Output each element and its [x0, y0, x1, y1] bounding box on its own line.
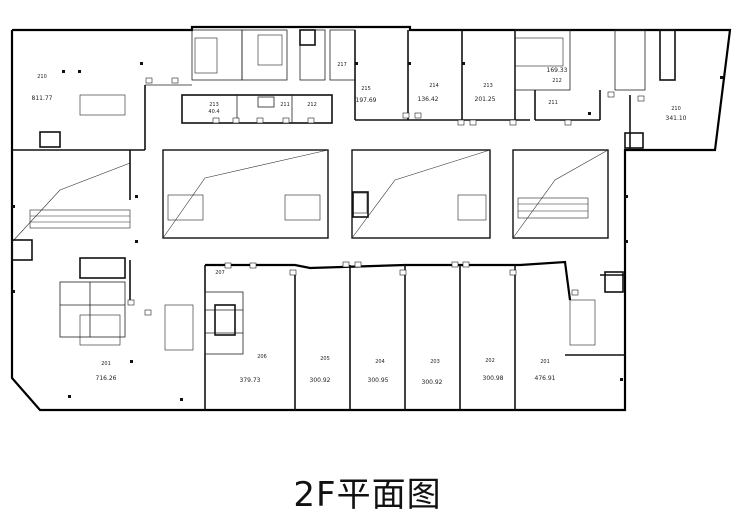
svg-text:212: 212 [307, 102, 317, 108]
unit-label: 202 300.98 [483, 358, 504, 382]
svg-text:213: 213 [209, 102, 219, 108]
svg-text:212: 212 [552, 78, 562, 84]
door-markers [127, 77, 645, 316]
svg-text:40.4: 40.4 [208, 109, 219, 115]
escalators [29, 34, 596, 351]
unit-label: 210 341.10 [666, 106, 687, 122]
unit-label: 206 379.73 [240, 354, 267, 384]
floor-plan-drawing: 210 811.77 213 40.4 212 211 217 215 197.… [10, 25, 732, 412]
svg-text:204: 204 [375, 359, 385, 365]
unit-label: 204 300.95 [368, 359, 389, 384]
svg-text:203: 203 [430, 359, 440, 365]
svg-text:136.42: 136.42 [418, 96, 439, 103]
unit-label: 211 [280, 102, 290, 108]
room-labels: 210 811.77 213 40.4 212 211 217 215 197.… [32, 62, 687, 386]
svg-text:201: 201 [540, 359, 550, 365]
svg-text:213: 213 [483, 83, 493, 89]
svg-text:716.26: 716.26 [96, 375, 117, 382]
unit-label: 217 [337, 62, 347, 68]
cores [11, 29, 676, 336]
svg-text:341.10: 341.10 [666, 115, 687, 122]
svg-text:202: 202 [485, 358, 495, 364]
svg-text:217: 217 [337, 62, 347, 68]
bottom-shops [59, 260, 625, 410]
unit-label: 213 201.25 [475, 83, 496, 103]
svg-text:211: 211 [280, 102, 290, 108]
svg-text:300.92: 300.92 [422, 379, 443, 386]
unit-label: 213 40.4 [208, 102, 219, 115]
svg-text:201.25: 201.25 [475, 96, 496, 103]
svg-text:476.91: 476.91 [535, 375, 556, 382]
unit-label: 214 136.42 [418, 83, 439, 103]
columns [12, 62, 723, 401]
svg-text:379.73: 379.73 [240, 377, 261, 384]
unit-label: 207 [215, 270, 225, 276]
unit-label: 212 [307, 102, 317, 108]
svg-text:206: 206 [257, 354, 267, 360]
unit-label: 212 169.33 [547, 67, 568, 84]
svg-text:201: 201 [101, 361, 111, 367]
unit-label: 203 300.92 [422, 359, 443, 386]
unit-label: 211 [548, 100, 558, 106]
svg-text:210: 210 [37, 74, 47, 80]
svg-text:197.69: 197.69 [356, 97, 377, 104]
unit-label: 210 811.77 [32, 74, 53, 102]
svg-text:214: 214 [429, 83, 439, 89]
unit-label: 215 197.69 [356, 86, 377, 104]
unit-label: 201 716.26 [96, 361, 117, 382]
svg-text:300.92: 300.92 [310, 377, 331, 384]
svg-text:211: 211 [548, 100, 558, 106]
svg-text:215: 215 [361, 86, 371, 92]
atrium-voids [11, 149, 609, 243]
svg-text:210: 210 [671, 106, 681, 112]
svg-text:207: 207 [215, 270, 225, 276]
svg-text:169.33: 169.33 [547, 67, 568, 74]
plan-title: 2F平面图 [293, 475, 442, 515]
top-shops [145, 29, 646, 150]
svg-text:811.77: 811.77 [32, 95, 53, 102]
svg-text:300.98: 300.98 [483, 375, 504, 382]
unit-label: 205 300.92 [310, 356, 331, 384]
svg-text:205: 205 [320, 356, 330, 362]
outer-wall [10, 25, 732, 412]
unit-label: 201 476.91 [535, 359, 556, 382]
svg-text:300.95: 300.95 [368, 377, 389, 384]
